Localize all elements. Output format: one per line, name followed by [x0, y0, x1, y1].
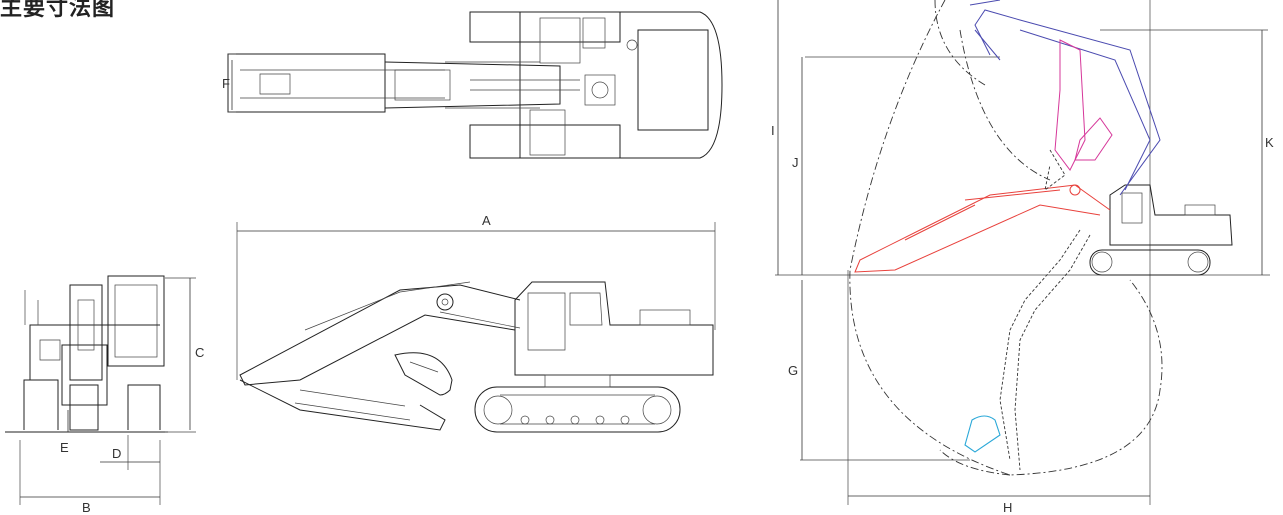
dim-label-b: B [82, 500, 91, 515]
dim-label-j: J [792, 155, 799, 170]
dim-label-a: A [482, 213, 491, 228]
dim-label-i: I [771, 123, 775, 138]
front-view [5, 275, 196, 505]
dim-label-e: E [60, 440, 69, 455]
dim-label-c: C [195, 345, 204, 360]
working-range-view [775, 0, 1270, 505]
side-view [236, 222, 716, 433]
dim-label-f: F [222, 76, 230, 91]
dim-label-g: G [788, 363, 798, 378]
top-view [227, 11, 723, 159]
dim-label-k: K [1265, 135, 1274, 150]
page-heading: 主要寸法图 [0, 0, 116, 20]
dim-label-d: D [112, 446, 121, 461]
dim-label-h: H [1003, 500, 1012, 515]
